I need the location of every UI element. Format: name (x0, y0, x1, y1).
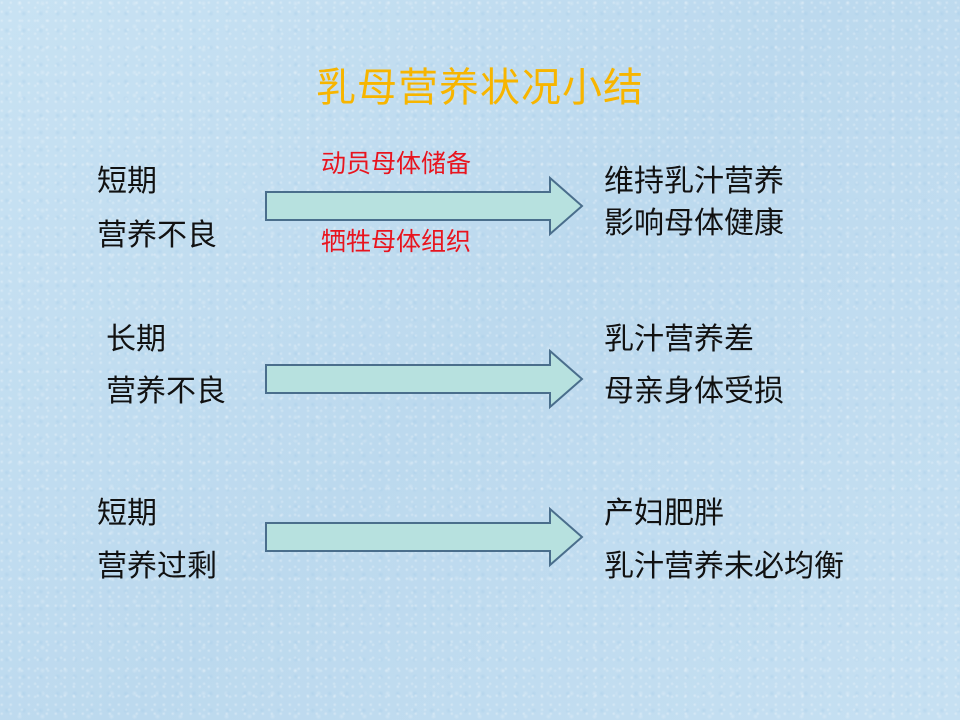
slide-title: 乳母营养状况小结 (316, 65, 644, 111)
row1-right-line2: 影响母体健康 (604, 206, 784, 241)
row1-left-line1: 短期 (97, 164, 157, 199)
row1-note-top: 动员母体储备 (321, 149, 472, 178)
row1-left-line2: 营养不良 (97, 218, 217, 253)
row3-right-line2: 乳汁营养未必均衡 (604, 549, 844, 584)
row2-left-line2: 营养不良 (106, 374, 226, 409)
row2-left-line1: 长期 (106, 322, 166, 357)
row1-right-line1: 维持乳汁营养 (604, 164, 784, 199)
row2-right-arrow-icon (265, 348, 584, 410)
row3-left-line1: 短期 (97, 496, 157, 531)
row1-note-bottom: 牺牲母体组织 (321, 227, 472, 256)
row2-right-line2: 母亲身体受损 (604, 374, 784, 409)
row3-right-arrow-icon (265, 506, 584, 568)
row1-right-arrow-icon (265, 175, 584, 237)
row2-right-line1: 乳汁营养差 (604, 322, 754, 357)
row3-right-line1: 产妇肥胖 (604, 496, 724, 531)
row3-left-line2: 营养过剩 (97, 549, 217, 584)
